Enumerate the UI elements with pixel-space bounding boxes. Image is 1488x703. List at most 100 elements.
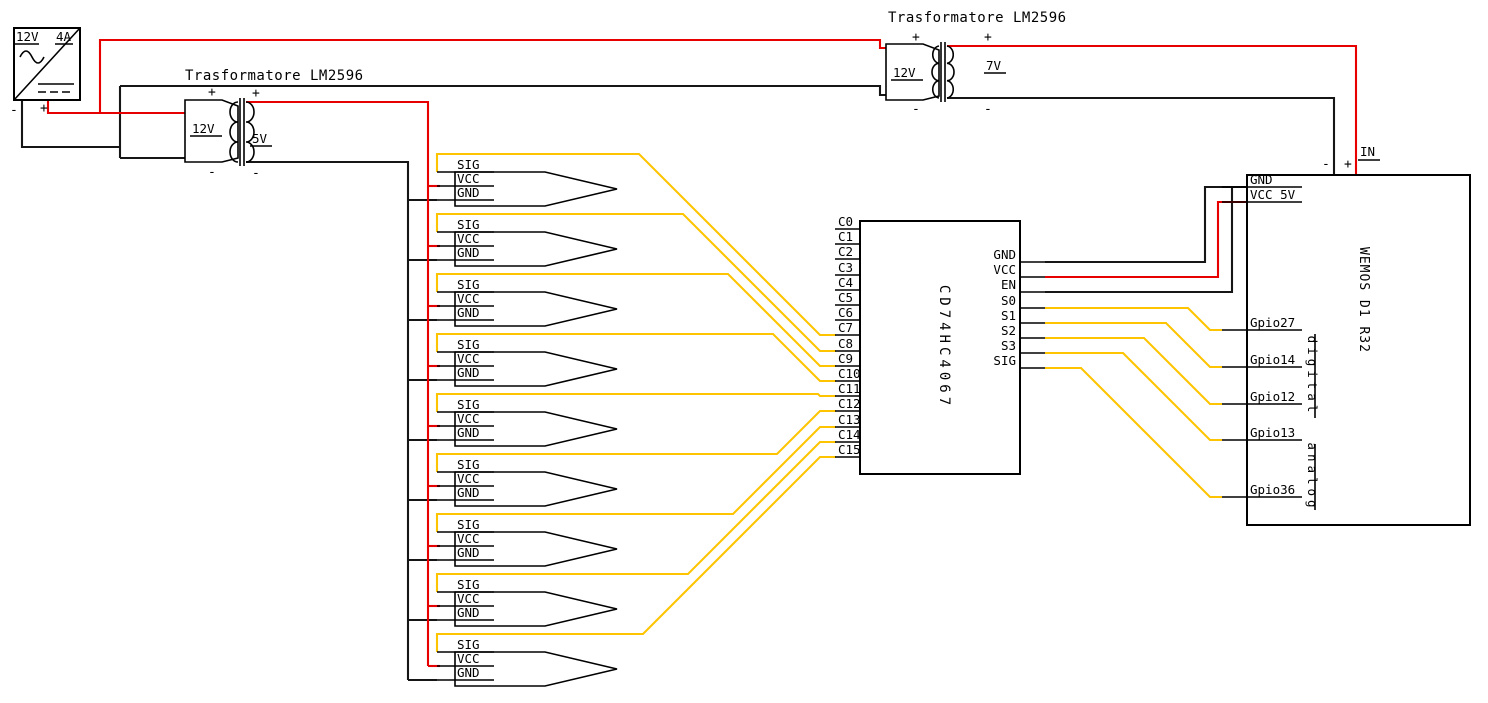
- sensor-connector-9: SIG VCC GND: [437, 637, 618, 687]
- sensor-connector-4: SIG VCC GND: [437, 337, 618, 387]
- board-pin-gpio12: Gpio12: [1250, 389, 1295, 404]
- mux-pin-c5: C5: [838, 290, 853, 305]
- mux-pin-s2: S2: [1001, 323, 1016, 338]
- wire-sig-gpio36: [1045, 366, 1222, 499]
- wire-t2-minus-to-board: [947, 96, 1336, 175]
- sensor-pin-gnd: GND: [457, 485, 480, 500]
- mux-pin-c14: C14: [838, 427, 861, 442]
- wire-sensor4-sig: [435, 332, 836, 383]
- wire-minus-to-t2: [120, 84, 886, 97]
- mux-pin-c6: C6: [838, 305, 853, 320]
- wire-sensor1-sig: [435, 152, 836, 337]
- mux-pin-c13: C13: [838, 412, 861, 427]
- mux-pin-en: EN: [1001, 277, 1016, 292]
- mux-pin-s0: S0: [1001, 293, 1016, 308]
- transformer-5v-primary-minus: -: [208, 165, 216, 180]
- wires-signal: [435, 152, 1222, 652]
- mux-pin-c2: C2: [838, 244, 853, 259]
- sensor-pin-gnd: GND: [457, 545, 480, 560]
- board-group-digital: digital: [1305, 336, 1320, 417]
- mux-pin-c8: C8: [838, 336, 853, 351]
- wire-mux-en-to-gnd: [1045, 187, 1234, 294]
- sensor-pin-sig: SIG: [457, 157, 480, 172]
- board-pin-gpio36: Gpio36: [1250, 482, 1295, 497]
- transformer-7v-primary-plus: +: [912, 30, 920, 45]
- transformer-5v-title: Trasformatore LM2596: [185, 68, 364, 84]
- sensor-connector-8: SIG VCC GND: [437, 577, 618, 627]
- mux-pin-gnd: GND: [993, 247, 1016, 262]
- sensor-pin-sig: SIG: [457, 637, 480, 652]
- transformer-7v-secondary-plus: +: [984, 30, 992, 45]
- sensor-pin-vcc: VCC: [457, 651, 480, 666]
- sensor-pin-sig: SIG: [457, 457, 480, 472]
- sensor-pin-vcc: VCC: [457, 471, 480, 486]
- sensor-pin-sig: SIG: [457, 217, 480, 232]
- transformer-5v-secondary-voltage: 5V: [252, 131, 268, 146]
- transformer-7v-primary-voltage: 12V: [893, 65, 916, 80]
- sensor-pin-gnd: GND: [457, 665, 480, 680]
- board-pin-gpio27: Gpio27: [1250, 315, 1295, 330]
- mux-pin-c10: C10: [838, 366, 861, 381]
- psu-minus-label: -: [10, 103, 18, 118]
- transformer-7v-secondary-minus: -: [984, 102, 992, 117]
- mux-pin-c9: C9: [838, 351, 853, 366]
- transformer-5v-primary-coil: [229, 101, 239, 163]
- board-body: [1246, 174, 1471, 526]
- psu-plus-label: +: [40, 101, 48, 116]
- psu-voltage-label: 12V: [16, 29, 39, 44]
- mux-pin-c3: C3: [838, 260, 853, 275]
- mux-pin-c0: C0: [838, 214, 853, 229]
- wire-vcc-rail: [246, 100, 430, 666]
- transformer-7v-primary-coil: [931, 45, 940, 99]
- multiplexer-name: CD74HC4067: [936, 285, 952, 409]
- board-pin-gnd: GND: [1250, 172, 1273, 187]
- wire-s3-gpio13: [1045, 351, 1222, 442]
- transformer-7v: Trasformatore LM2596 12V + - + 7V -: [885, 10, 1067, 117]
- wire-psu-minus: [20, 100, 120, 149]
- wire-gnd-rail: [246, 160, 410, 680]
- sensor-pin-vcc: VCC: [457, 351, 480, 366]
- mux-pin-c4: C4: [838, 275, 853, 290]
- sensor-connector-5: SIG VCC GND: [437, 397, 618, 447]
- mux-pin-vcc: VCC: [993, 262, 1016, 277]
- sensor-connector-1: SIG VCC GND: [437, 157, 618, 207]
- mux-pin-sig: SIG: [993, 353, 1016, 368]
- acdc-divider: [13, 27, 81, 101]
- wire-sensor6-sig: [435, 409, 836, 472]
- sensor-connector-3: SIG VCC GND: [437, 277, 618, 327]
- wire-s2-gpio12: [1045, 336, 1222, 406]
- sensor-pin-vcc: VCC: [457, 531, 480, 546]
- wire-sensor2-sig: [435, 212, 836, 353]
- board-wemos-d1-r32: WEMOS D1 R32 - + IN GND VCC 5V Gpio27 Gp…: [1222, 144, 1471, 526]
- wire-mux-gnd-to-board: [1045, 185, 1247, 264]
- sensor-pin-vcc: VCC: [457, 411, 480, 426]
- psu-current-label: 4A: [56, 29, 72, 44]
- wire-sensor9-sig: [435, 455, 836, 652]
- sensor-pin-sig: SIG: [457, 337, 480, 352]
- wire-psu-plus: [46, 100, 185, 115]
- ac-sine-icon: [19, 50, 45, 64]
- transformer-5v-secondary-coil: [245, 101, 255, 163]
- board-in-label: IN: [1360, 144, 1375, 159]
- transformer-5v-primary-voltage: 12V: [192, 121, 215, 136]
- board-in-plus: +: [1344, 157, 1352, 172]
- wires-ground: [20, 84, 1336, 682]
- transformer-7v-primary-minus: -: [912, 102, 920, 117]
- transformer-7v-title: Trasformatore LM2596: [888, 10, 1067, 26]
- mux-pin-c15: C15: [838, 442, 861, 457]
- transformer-5v-secondary-minus: -: [252, 166, 260, 181]
- wire-sensor5-sig: [435, 392, 836, 412]
- board-pin-gpio14: Gpio14: [1250, 352, 1295, 367]
- sensor-pin-vcc: VCC: [457, 291, 480, 306]
- wire-sensor7-sig: [435, 425, 836, 532]
- sensor-pin-sig: SIG: [457, 397, 480, 412]
- multiplexer-cd74hc4067: CD74HC4067 C0 C1 C2 C3 C4 C5 C6 C7 C8 C9…: [835, 214, 1045, 475]
- wire-sensor8-sig: [435, 440, 836, 592]
- sensor-connector-6: SIG VCC GND: [437, 457, 618, 507]
- power-supply: 12V 4A - +: [10, 27, 81, 118]
- transformer-5v-primary-plus: +: [208, 85, 216, 100]
- wire-s1-gpio14: [1045, 321, 1222, 369]
- sensor-pin-gnd: GND: [457, 245, 480, 260]
